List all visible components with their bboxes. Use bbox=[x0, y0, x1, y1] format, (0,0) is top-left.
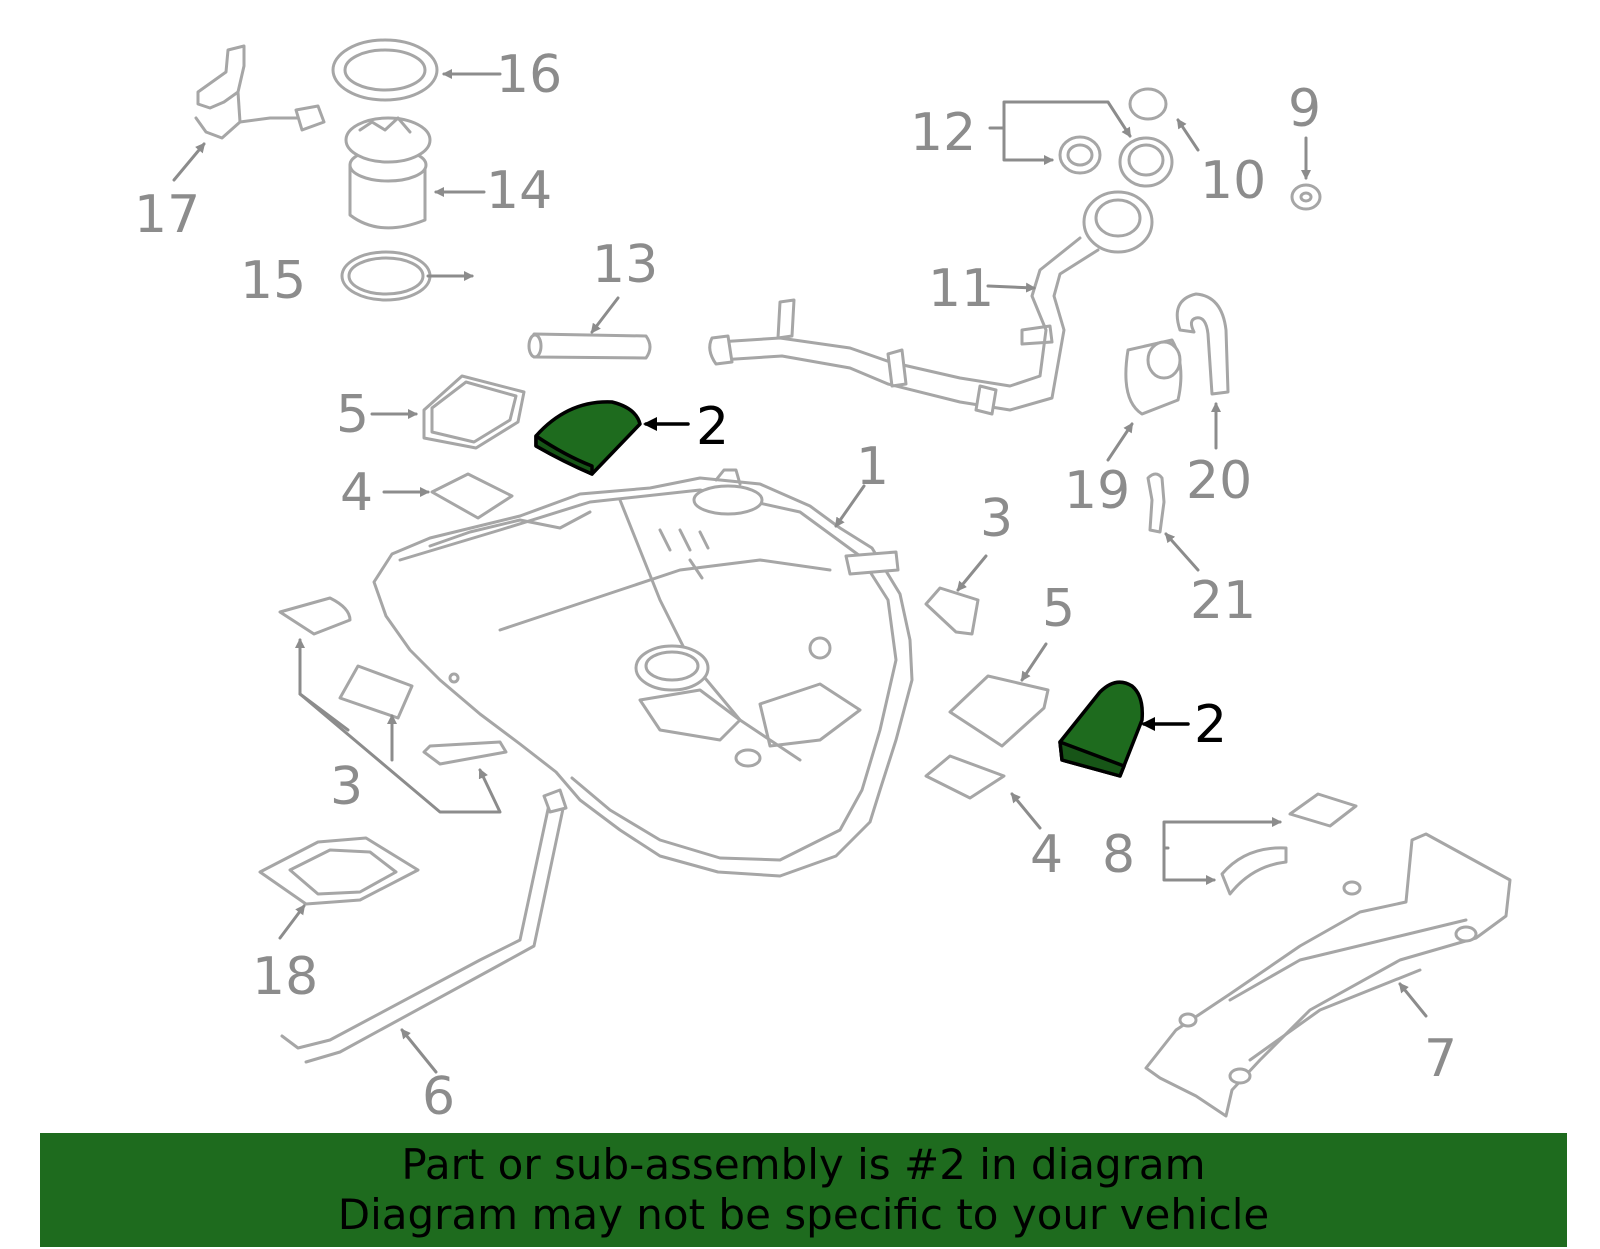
callout-17: 17 bbox=[134, 185, 200, 245]
callout-10: 10 bbox=[1200, 151, 1266, 211]
callout-16: 16 bbox=[496, 45, 562, 105]
sender-unit-part-17 bbox=[194, 44, 326, 140]
filler-pipe-part-11 bbox=[708, 190, 1154, 416]
strap-part-6 bbox=[280, 788, 568, 1064]
pad-part-8 bbox=[1220, 792, 1358, 896]
hose-part-21 bbox=[1146, 472, 1166, 534]
cover-part-18 bbox=[258, 836, 420, 906]
callout-2-upper: 2 bbox=[696, 397, 729, 457]
pad-part-3-right bbox=[924, 586, 980, 636]
callout-18: 18 bbox=[252, 947, 318, 1007]
callout-4-right: 4 bbox=[1030, 825, 1063, 885]
oring-part-10 bbox=[1128, 87, 1168, 121]
highlight-leaders bbox=[643, 417, 1190, 731]
pad-part-3-left bbox=[278, 596, 508, 766]
pad-part-4-upper bbox=[430, 472, 514, 520]
gasket-part-15 bbox=[340, 250, 432, 302]
callout-20: 20 bbox=[1186, 451, 1252, 511]
seal-part-12 bbox=[1058, 135, 1174, 188]
callout-14: 14 bbox=[486, 161, 552, 221]
callout-5-upper: 5 bbox=[336, 385, 369, 445]
callout-3-right: 3 bbox=[980, 489, 1013, 549]
grommet-part-19 bbox=[1124, 338, 1183, 416]
callout-21: 21 bbox=[1190, 571, 1256, 631]
callout-6: 6 bbox=[422, 1067, 455, 1127]
callout-15: 15 bbox=[240, 251, 306, 311]
callout-19: 19 bbox=[1064, 461, 1130, 521]
vent-hose-part-20 bbox=[1175, 292, 1230, 396]
callout-11: 11 bbox=[928, 259, 994, 319]
banner-line-2: Diagram may not be specific to your vehi… bbox=[337, 1190, 1270, 1239]
fuel-pump-part-14 bbox=[344, 116, 432, 230]
callout-12: 12 bbox=[910, 103, 976, 163]
callout-1: 1 bbox=[856, 437, 889, 497]
callout-9: 9 bbox=[1288, 79, 1321, 139]
insulator-part-2-right bbox=[1058, 680, 1145, 778]
callout-2-right: 2 bbox=[1194, 695, 1227, 755]
callout-7: 7 bbox=[1424, 1029, 1457, 1089]
callout-3-left: 3 bbox=[330, 757, 363, 817]
callout-labels: 1 2 2 3 3 4 4 5 5 6 7 8 9 10 11 12 13 14… bbox=[134, 45, 1457, 1127]
shield-part-7 bbox=[1144, 832, 1512, 1118]
pad-part-5-upper bbox=[422, 374, 526, 450]
pad-part-5-right bbox=[948, 674, 1050, 748]
callout-4-upper: 4 bbox=[340, 463, 373, 523]
banner-line-1: Part or sub-assembly is #2 in diagram bbox=[401, 1140, 1206, 1189]
pad-part-4-right bbox=[924, 754, 1006, 800]
washer-part-9 bbox=[1290, 183, 1322, 211]
leader-lines bbox=[172, 69, 1428, 1074]
info-banner: Part or sub-assembly is #2 in diagram Di… bbox=[40, 1133, 1567, 1247]
hose-part-13 bbox=[527, 332, 652, 360]
insulator-part-2-upper bbox=[534, 400, 642, 476]
lock-ring-part-16 bbox=[331, 38, 439, 102]
fuel-tank-part-1 bbox=[372, 468, 914, 878]
callout-13: 13 bbox=[592, 235, 658, 295]
callout-8: 8 bbox=[1102, 825, 1135, 885]
callout-5-right: 5 bbox=[1042, 579, 1075, 639]
